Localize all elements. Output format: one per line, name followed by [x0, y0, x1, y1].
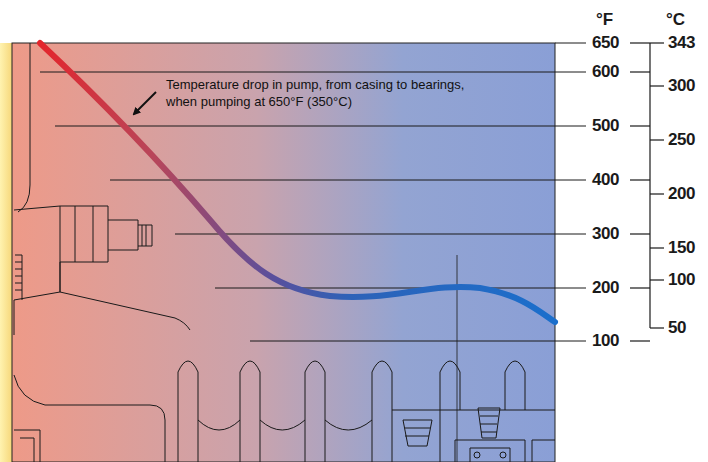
scale-number: 300 — [592, 224, 619, 244]
scale-number: 300 — [668, 76, 695, 96]
scale-number: 250 — [668, 130, 695, 150]
scale-number: 200 — [592, 278, 619, 298]
scale-axis — [630, 43, 664, 341]
scale-number: 200 — [668, 184, 695, 204]
callout-note: Temperature drop in pump, from casing to… — [166, 76, 466, 110]
hot-strip — [0, 43, 12, 462]
ground-border — [12, 43, 555, 462]
callout-arrow — [134, 92, 156, 114]
scale-number: 343 — [668, 33, 695, 53]
unit-fahrenheit: °F — [596, 10, 613, 30]
scale-number: 600 — [592, 62, 619, 82]
scale-number: 650 — [592, 33, 619, 53]
scale-number: 500 — [592, 116, 619, 136]
scale-number: 50 — [668, 318, 686, 338]
pump-outline — [14, 43, 555, 462]
scale-number: 100 — [592, 331, 619, 351]
leader-lines — [40, 43, 586, 341]
temperature-ground — [12, 43, 555, 462]
scale-number: 100 — [668, 270, 695, 290]
temperature-curve — [40, 43, 555, 322]
unit-celsius: °C — [666, 10, 685, 30]
scale-number: 150 — [668, 238, 695, 258]
scale-number: 400 — [592, 170, 619, 190]
